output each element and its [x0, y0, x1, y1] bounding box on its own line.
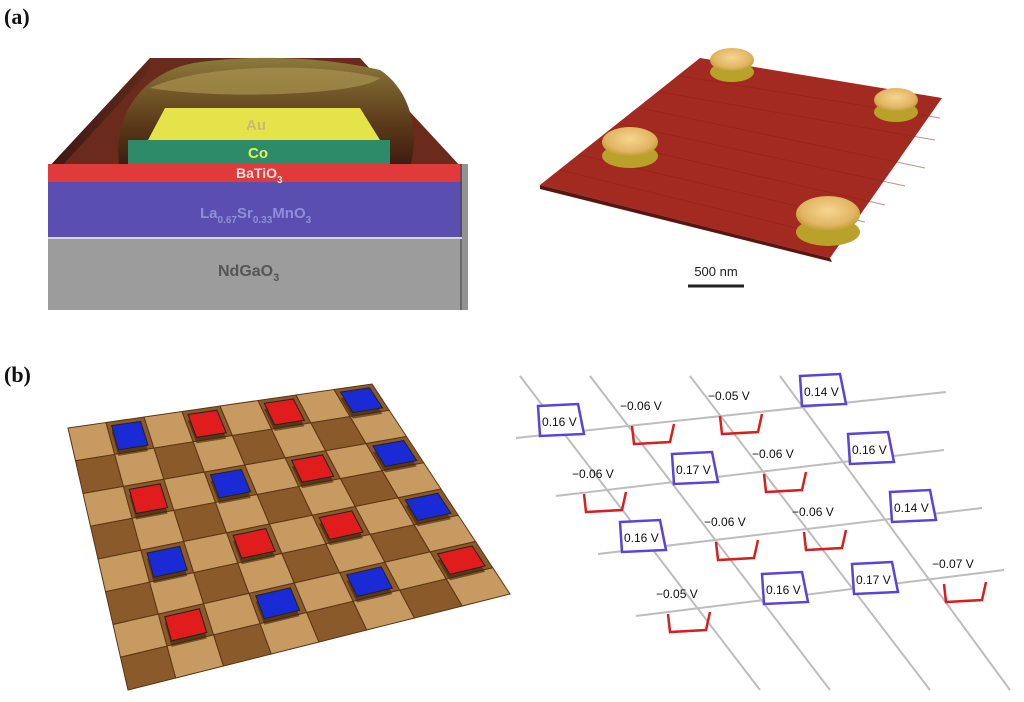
- positive-loop: [888, 488, 938, 524]
- electrode-dot: [874, 88, 918, 122]
- positive-loop: [618, 518, 668, 554]
- red-pad: [232, 528, 276, 559]
- positive-loop: [760, 570, 810, 606]
- batio3-layer: [48, 164, 462, 182]
- red-pad: [318, 510, 364, 540]
- red-pad: [290, 454, 335, 483]
- voltage-label: −0.07 V: [932, 557, 974, 571]
- lsmo-label: La0.67Sr0.33MnO3: [200, 205, 312, 226]
- co-label: Co: [248, 145, 268, 162]
- voltage-label: −0.06 V: [792, 505, 834, 519]
- voltage-label: −0.06 V: [620, 399, 662, 413]
- blue-pad: [209, 468, 252, 499]
- voltage-label: −0.05 V: [708, 389, 750, 403]
- negative-loop: [666, 611, 712, 634]
- voltage-label: 0.17 V: [856, 573, 891, 587]
- column-wire: [689, 375, 931, 691]
- voltage-label: 0.17 V: [676, 463, 711, 477]
- blue-pad: [372, 439, 418, 468]
- afm-topography: 500 nm: [540, 48, 942, 288]
- scale-bar-label: 500 nm: [694, 264, 737, 279]
- au-label: Au: [246, 117, 266, 134]
- au-layer: [148, 108, 380, 140]
- negative-loop: [714, 539, 760, 562]
- negative-loop: [762, 471, 808, 494]
- voltage-label: 0.16 V: [624, 531, 659, 545]
- panel-b-label: (b): [4, 362, 31, 387]
- lsmo-layer: [48, 182, 462, 238]
- negative-loop: [802, 529, 848, 552]
- blue-pad: [404, 492, 452, 521]
- positive-loop: [850, 560, 900, 596]
- red-pad: [128, 483, 169, 515]
- negative-loop: [718, 413, 764, 436]
- column-wire: [779, 375, 1011, 691]
- voltage-label: 0.16 V: [852, 443, 887, 457]
- blue-pad: [339, 387, 384, 414]
- voltage-label: 0.16 V: [542, 415, 577, 429]
- red-pad: [164, 608, 208, 642]
- blue-pad: [345, 566, 394, 598]
- electrode-dot: [602, 127, 658, 168]
- electrode-dot: [710, 48, 754, 82]
- voltage-label: 0.16 V: [766, 583, 801, 597]
- positive-loop: [670, 450, 720, 486]
- red-pad: [263, 398, 306, 426]
- positive-loop: [798, 372, 848, 408]
- blue-pad: [146, 545, 188, 578]
- red-pad: [436, 545, 486, 575]
- voltage-label: 0.14 V: [894, 501, 929, 515]
- ndgao3-layer: [48, 238, 462, 310]
- negative-loop: [630, 423, 676, 446]
- electrode-dot: [796, 196, 860, 246]
- panel-a-label: (a): [4, 4, 30, 29]
- negative-loop: [942, 581, 988, 604]
- batio3-label: BaTiO3: [236, 165, 283, 186]
- voltage-label: −0.06 V: [704, 515, 746, 529]
- checkerboard-3d: [67, 383, 511, 691]
- red-pad: [187, 409, 227, 438]
- row-wire: [515, 391, 947, 439]
- ndgao3-label: NdGaO3: [218, 263, 279, 284]
- voltage-label: −0.05 V: [656, 587, 698, 601]
- blue-pad: [110, 420, 149, 451]
- positive-loop: [846, 430, 896, 466]
- positive-loop: [536, 402, 586, 438]
- device-cross-section: Au Co BaTiO3 La0.67Sr0.33MnO3 NdGaO3: [48, 57, 468, 310]
- co-layer: [128, 140, 390, 164]
- voltage-label: −0.06 V: [752, 447, 794, 461]
- negative-loop: [582, 491, 628, 514]
- column-wire: [589, 375, 831, 691]
- blue-pad: [255, 587, 301, 620]
- voltage-label: −0.06 V: [572, 467, 614, 481]
- voltage-label: 0.14 V: [804, 385, 839, 399]
